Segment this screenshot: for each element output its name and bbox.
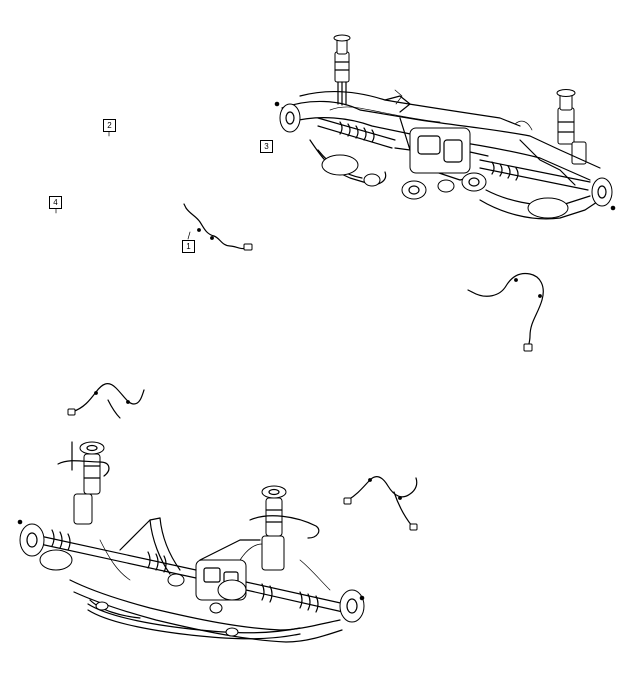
front-stabilizer-bar	[87, 601, 301, 640]
wheel-speed-sensor-rear-right	[467, 272, 544, 352]
rear-right-shock	[556, 89, 587, 165]
wheel-speed-sensor-front-left	[67, 383, 145, 419]
rear-half-shafts	[317, 117, 591, 191]
callout-1: 1	[182, 240, 195, 253]
callout-2: 2	[103, 119, 116, 132]
rear-left-shock	[333, 34, 351, 106]
rear-hubs	[274, 101, 616, 219]
front-half-shafts	[39, 529, 346, 613]
front-cross-member	[69, 517, 343, 643]
front-right-strut	[249, 485, 320, 571]
callout-leaders	[55, 129, 191, 240]
front-hubs	[17, 519, 365, 623]
callout-3: 3	[260, 140, 273, 153]
front-left-strut	[57, 441, 110, 525]
front-cradle-wiring	[99, 539, 331, 591]
rear-drive-unit	[363, 127, 489, 200]
wheel-speed-sensor-1	[183, 203, 253, 251]
wheel-speed-sensor-front-right	[343, 476, 418, 531]
front-cradle-assembly	[17, 441, 365, 643]
rear-cradle-wiring	[329, 89, 533, 131]
rear-cradle-assembly	[274, 34, 616, 220]
callout-4: 4	[49, 196, 62, 209]
